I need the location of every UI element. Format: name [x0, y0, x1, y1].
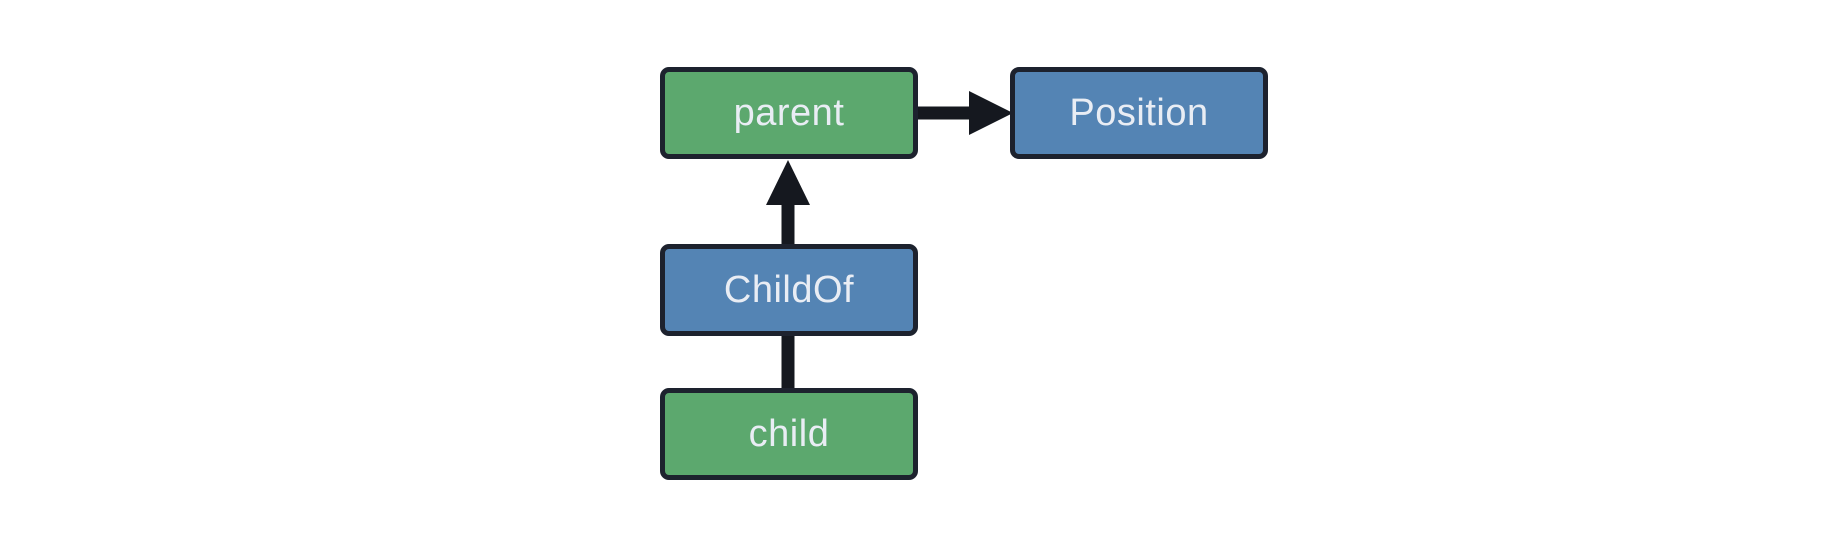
node-parent: parent [660, 67, 918, 159]
edge-parent-position [915, 91, 1013, 135]
edge-childof-parent [766, 160, 810, 248]
node-child: child [660, 388, 918, 480]
node-position-label: Position [1069, 91, 1209, 134]
node-childof-label: ChildOf [723, 268, 855, 311]
arrowhead-right-icon [969, 91, 1013, 135]
node-child-label: child [748, 412, 830, 455]
node-parent-label: parent [733, 91, 845, 134]
node-position: Position [1010, 67, 1268, 159]
arrowhead-up-icon [766, 160, 810, 205]
node-childof: ChildOf [660, 244, 918, 336]
